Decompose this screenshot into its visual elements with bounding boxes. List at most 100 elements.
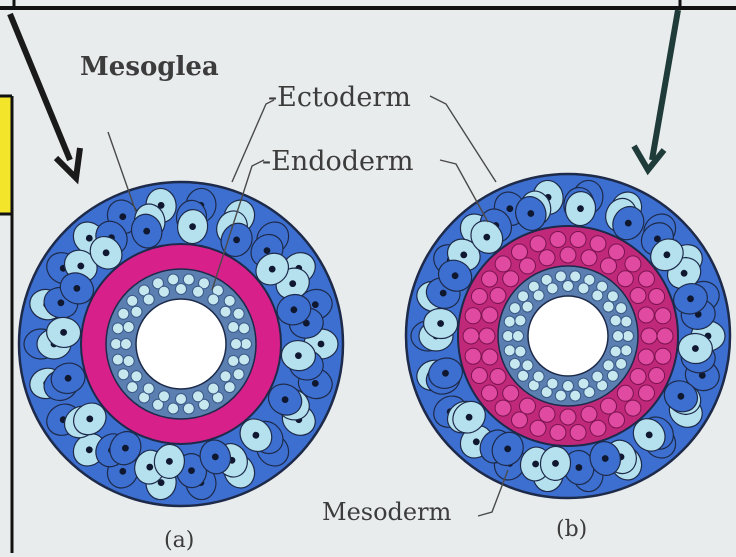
mesoderm-cell [625,400,641,416]
mesoderm-cell [617,385,633,401]
mesoderm-cell [482,385,498,401]
endoderm-cell [603,301,614,312]
endoderm-cell [578,283,589,294]
lumen [528,296,608,376]
mesoderm-cell [630,369,646,385]
endoderm-cell [578,378,589,389]
endoderm-cell [621,316,632,327]
mesoderm-cell [630,288,646,304]
endoderm-cell [533,371,544,382]
mesoderm-cell [560,409,576,425]
label-endoderm: -Endoderm [262,146,414,177]
mesoderm-cell [490,369,506,385]
endoderm-cell [515,346,526,357]
endoderm-cell [127,295,138,306]
mesoderm-cell [495,256,511,272]
triploblastic-disc [406,174,730,498]
endoderm-cell [224,382,235,393]
label-mesoglea: Mesoglea [80,52,219,82]
endoderm-cell [570,271,581,282]
endoderm-cell [241,339,252,350]
mesoderm-cell [495,400,511,416]
endoderm-cell [563,281,574,292]
endoderm-cell [123,356,134,367]
mesoderm-cell [512,412,528,428]
endoderm-cell [547,378,558,389]
endoderm-cell [168,403,179,414]
diploblastic-disc [19,182,343,506]
endoderm-cell [208,383,219,394]
mesoderm-cell [539,406,555,422]
endoderm-cell [121,339,132,350]
endoderm-cell [513,331,524,342]
endoderm-cell [518,291,529,302]
mesoderm-cell [560,247,576,263]
mesoderm-cell [503,385,519,401]
endoderm-cell [233,308,244,319]
mesoderm-cell [530,236,546,252]
mesoderm-cell [482,307,498,323]
mesoderm-cell [625,256,641,272]
endoderm-cell [231,339,242,350]
endoderm-cell [168,274,179,285]
endoderm-cell [193,286,204,297]
endoderm-cell [504,345,515,356]
endoderm-cell [228,356,239,367]
endoderm-cell [239,323,250,334]
endoderm-cell [220,371,231,382]
endoderm-cell [131,306,142,317]
endoderm-cell [233,369,244,380]
mesoderm-cell [655,308,671,324]
endoderm-cell [518,370,529,381]
endoderm-cell [509,358,520,369]
endoderm-cell [610,315,621,326]
endoderm-cell [118,369,129,380]
endoderm-cell [503,331,514,342]
endoderm-cell [607,370,618,381]
mesoderm-cell [520,258,536,274]
endoderm-cell [193,391,204,402]
mesoderm-cell [479,328,495,344]
label-ectoderm: -Ectoderm [268,82,411,113]
endoderm-cell [555,271,566,282]
endoderm-cell [504,316,515,327]
mesoderm-cell [539,250,555,266]
mesoderm-cell [601,258,617,274]
endoderm-cell [228,322,239,333]
mesoderm-cell [590,236,606,252]
mesoderm-cell [570,425,586,441]
endoderm-cell [623,331,634,342]
mesoderm-cell [649,289,665,305]
endoderm-cell [143,294,154,305]
mesoderm-cell [641,328,657,344]
endoderm-cell [522,301,533,312]
caption-a: (a) [164,528,194,553]
mesoderm-cell [503,271,519,287]
endoderm-cell [112,323,123,334]
mesoderm-cell [512,244,528,260]
endoderm-cell [563,381,574,392]
endoderm-cell [159,391,170,402]
endoderm-cell [616,303,627,314]
endoderm-cell [123,322,134,333]
endoderm-cell [570,390,581,401]
endoderm-cell [143,383,154,394]
endoderm-cell [111,339,122,350]
endoderm-cell [224,295,235,306]
mesoderm-cell [590,420,606,436]
endoderm-cell [509,303,520,314]
endoderm-cell [176,394,187,405]
endoderm-cell [592,290,603,301]
lumen [136,299,226,389]
endoderm-cell [522,360,533,371]
mesoderm-cell [463,328,479,344]
label-mesoderm: Mesoderm [322,498,452,526]
endoderm-cell [613,331,624,342]
endoderm-cell [183,274,194,285]
mesoderm-cell [465,348,481,364]
endoderm-cell [183,403,194,414]
endoderm-cell [547,283,558,294]
mesoderm-cell [581,406,597,422]
cell-nucleus [318,341,325,348]
